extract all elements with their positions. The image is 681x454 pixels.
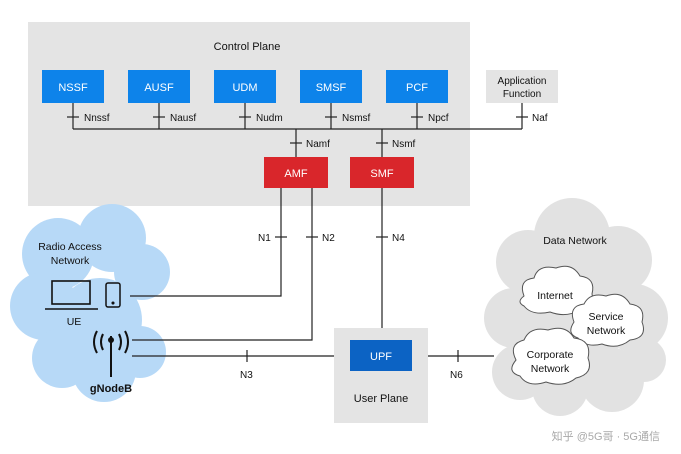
iface-nudm: Nudm bbox=[256, 113, 283, 124]
nf-ausf[interactable]: AUSF bbox=[128, 70, 190, 103]
internet-label: Internet bbox=[537, 290, 573, 302]
ue-phone-icon bbox=[105, 282, 121, 308]
iface-namf: Namf bbox=[306, 139, 330, 150]
iface-naf: Naf bbox=[532, 113, 548, 124]
iface-nsmsf: Nsmsf bbox=[342, 113, 371, 124]
user-plane-title: User Plane bbox=[354, 393, 408, 405]
link-n6-label: N6 bbox=[450, 370, 463, 381]
nf-pcf-label: PCF bbox=[406, 82, 428, 94]
nf-udm-label: UDM bbox=[232, 82, 257, 94]
ue-label: UE bbox=[67, 316, 82, 328]
link-n2-label: N2 bbox=[322, 233, 335, 244]
nf-ausf-label: AUSF bbox=[144, 82, 174, 94]
service-network-line2: Network bbox=[587, 325, 626, 337]
iface-nausf: Nausf bbox=[170, 113, 196, 124]
link-n4-label: N4 bbox=[392, 233, 405, 244]
corporate-network-line2: Network bbox=[531, 363, 570, 375]
internet-cloud bbox=[519, 265, 594, 316]
iface-nsmf: Nsmf bbox=[392, 139, 416, 150]
link-n1-label: N1 bbox=[258, 233, 271, 244]
service-network-line1: Service bbox=[588, 311, 623, 323]
nf-nssf-label: NSSF bbox=[58, 82, 88, 94]
gnodeb-antenna-icon bbox=[93, 330, 129, 377]
nf-nssf[interactable]: NSSF bbox=[42, 70, 104, 103]
ran-cloud bbox=[10, 204, 170, 402]
link-labels: N1 N2 N4 N3 N6 bbox=[240, 233, 463, 381]
interface-labels: Nnssf Nausf Nudm Nsmsf Npcf Naf Namf Nsm… bbox=[84, 113, 548, 150]
corporate-network-line1: Corporate bbox=[527, 349, 574, 361]
app-function-line1: Application bbox=[498, 76, 547, 87]
nf-amf-label: AMF bbox=[284, 168, 308, 180]
nf-smf-label: SMF bbox=[370, 168, 394, 180]
nf-amf[interactable]: AMF bbox=[264, 157, 328, 188]
nf-upf-label: UPF bbox=[370, 351, 392, 363]
control-plane-title: Control Plane bbox=[214, 41, 281, 53]
interface-links bbox=[130, 188, 494, 362]
nf-smf[interactable]: SMF bbox=[350, 157, 414, 188]
nf-smsf[interactable]: SMSF bbox=[300, 70, 362, 103]
nf-smsf-label: SMSF bbox=[316, 82, 347, 94]
nf-application-function[interactable]: Application Function bbox=[486, 70, 558, 103]
watermark: 知乎 @5G哥 · 5G通信 bbox=[552, 429, 660, 443]
app-function-line2: Function bbox=[503, 89, 541, 100]
data-network-title: Data Network bbox=[543, 235, 607, 247]
ue-laptop-icon bbox=[45, 280, 98, 310]
corporate-network-cloud bbox=[511, 327, 590, 385]
gnodeb-label: gNodeB bbox=[90, 383, 132, 395]
ran-title-line1: Radio Access bbox=[38, 241, 102, 253]
nf-udm[interactable]: UDM bbox=[214, 70, 276, 103]
link-n3-label: N3 bbox=[240, 370, 253, 381]
nf-upf[interactable]: UPF bbox=[350, 340, 412, 371]
ran-title-line2: Network bbox=[51, 255, 90, 267]
nf-pcf[interactable]: PCF bbox=[386, 70, 448, 103]
iface-npcf: Npcf bbox=[428, 113, 449, 124]
service-bus bbox=[67, 103, 528, 157]
iface-nnssf: Nnssf bbox=[84, 113, 110, 124]
